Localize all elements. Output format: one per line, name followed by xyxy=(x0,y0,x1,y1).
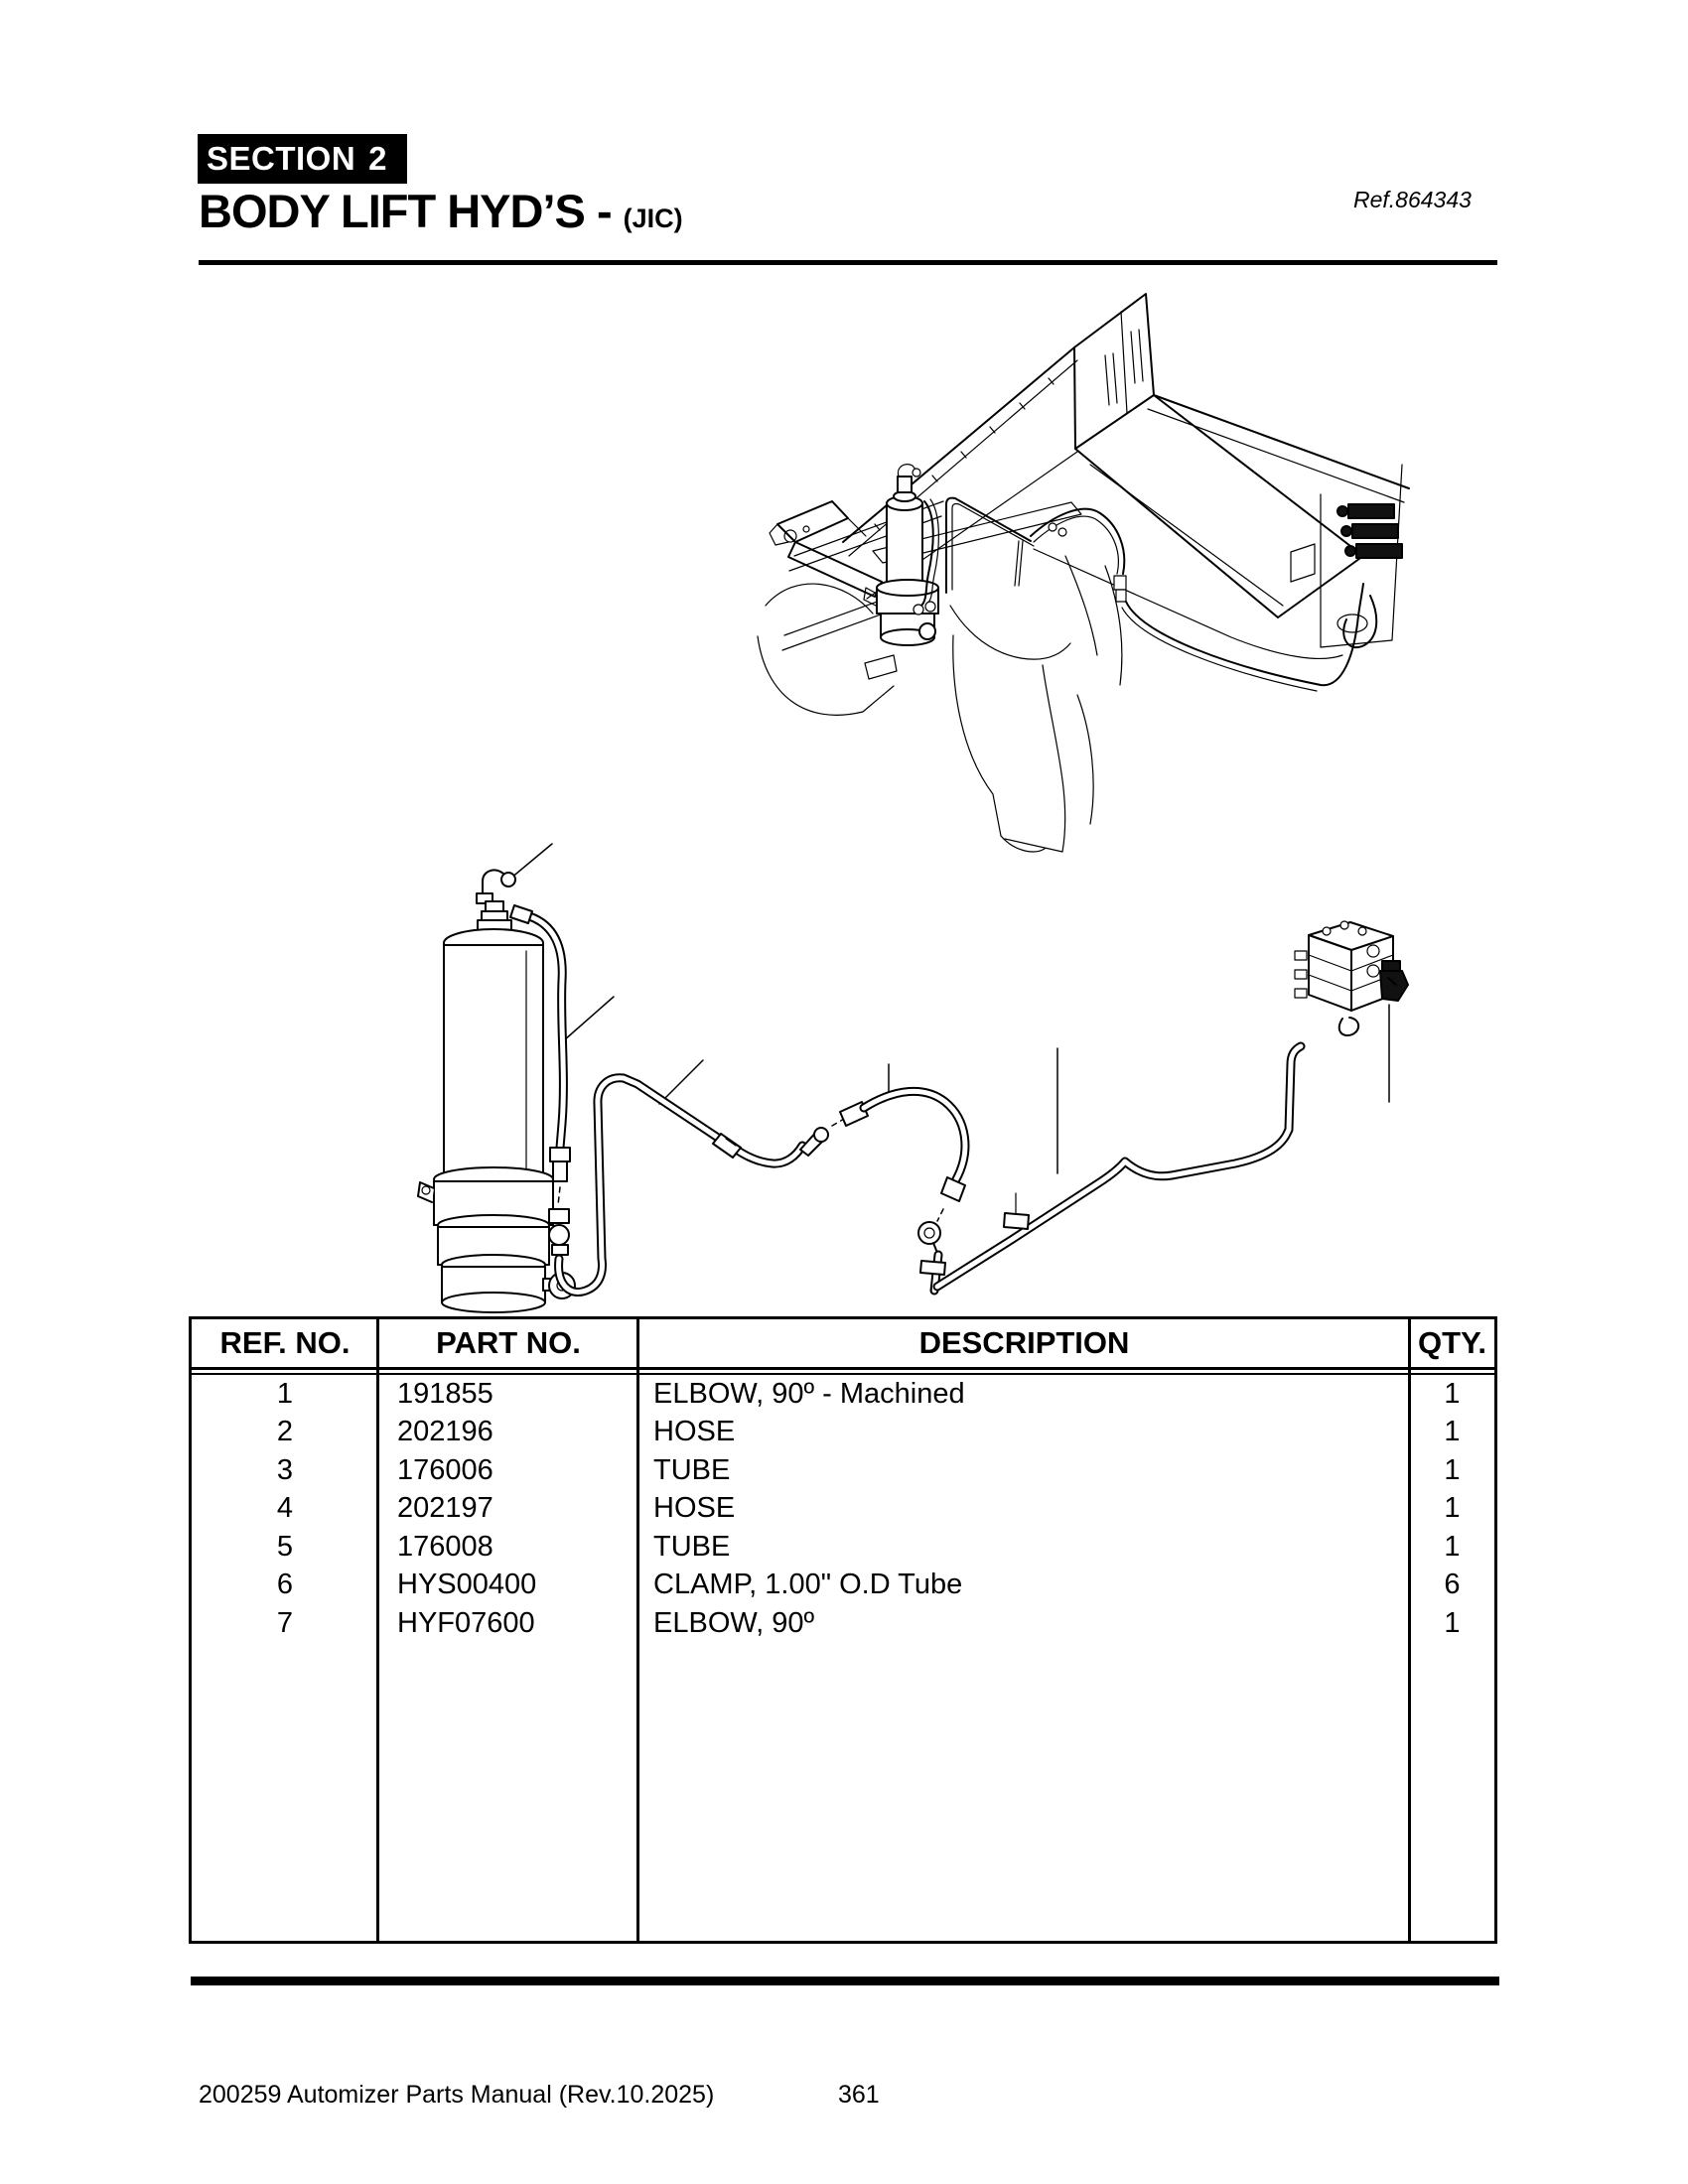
cell-qty: 1 xyxy=(1444,1377,1461,1410)
cell-ref: 7 xyxy=(276,1606,294,1639)
section-badge: SECTION 2 xyxy=(198,134,407,184)
cell-desc: TUBE xyxy=(653,1530,731,1563)
column-divider xyxy=(376,1319,379,1941)
footer-page-number: 361 xyxy=(838,2081,880,2109)
cell-qty: 1 xyxy=(1444,1453,1461,1486)
cell-qty: 1 xyxy=(1444,1492,1461,1525)
cell-ref: 1 xyxy=(276,1377,294,1410)
table-header-row: REF. NO. PART NO. DESCRIPTION QTY. xyxy=(192,1319,1494,1367)
doghouse-panels xyxy=(949,555,1123,853)
clamp-6 xyxy=(712,1133,742,1159)
clamp-6 xyxy=(919,1260,946,1276)
elbow-fitting-7 xyxy=(1379,960,1409,1103)
leader-line xyxy=(658,1059,704,1105)
hose-2 xyxy=(509,904,615,1256)
cell-qty: 1 xyxy=(1444,1606,1461,1639)
page-title: BODY LIFT HYD’S - (JIC) xyxy=(199,188,683,234)
footer-manual-title: 200259 Automizer Parts Manual (Rev.10.20… xyxy=(199,2081,715,2109)
header-description: DESCRIPTION xyxy=(918,1325,1130,1360)
cell-part: 176006 xyxy=(397,1453,493,1486)
cell-part: 202196 xyxy=(397,1416,493,1448)
table-row: 2 202196 HOSE 1 xyxy=(192,1414,1494,1452)
hose-4 xyxy=(839,1063,970,1222)
cell-part: 176008 xyxy=(397,1530,493,1563)
header-ref-no: REF. NO. xyxy=(219,1325,351,1360)
header-part-no: PART NO. xyxy=(436,1325,581,1360)
cell-desc: TUBE xyxy=(653,1453,731,1486)
footer-rule xyxy=(191,1977,1499,1985)
cell-part: 191855 xyxy=(397,1377,493,1410)
cell-desc: ELBOW, 90º - Machined xyxy=(653,1377,965,1410)
header-separator-2 xyxy=(192,1373,1494,1375)
valve-block-mounted xyxy=(1336,503,1403,648)
cell-desc: CLAMP, 1.00" O.D Tube xyxy=(653,1569,963,1601)
hoist-cylinder xyxy=(863,464,939,646)
cell-qty: 1 xyxy=(1444,1530,1461,1563)
elbow-fitting-1 xyxy=(476,843,553,904)
cell-ref: 6 xyxy=(276,1569,294,1601)
cell-ref: 5 xyxy=(276,1530,294,1563)
parts-table: REF. NO. PART NO. DESCRIPTION QTY. 1 1918… xyxy=(189,1316,1497,1944)
ref-number: Ref.864343 xyxy=(1353,187,1472,212)
cell-part: HYF07600 xyxy=(397,1606,535,1639)
header-qty: QTY. xyxy=(1418,1325,1486,1360)
table-row: 4 202197 HOSE 1 xyxy=(192,1490,1494,1529)
headboard-slots xyxy=(1104,329,1144,406)
telescopic-cylinder xyxy=(417,900,576,1313)
cell-desc: HOSE xyxy=(653,1416,736,1448)
table-row: 7 HYF07600 ELBOW, 90º 1 xyxy=(192,1604,1494,1643)
column-divider xyxy=(1408,1319,1411,1941)
leader-line xyxy=(563,996,615,1041)
table-row: 3 176006 TUBE 1 xyxy=(192,1451,1494,1490)
cell-ref: 3 xyxy=(276,1453,294,1486)
table-row: 1 191855 ELBOW, 90º - Machined 1 xyxy=(192,1375,1494,1414)
cell-part: 202197 xyxy=(397,1492,493,1525)
cell-desc: HOSE xyxy=(653,1492,736,1525)
cell-desc: ELBOW, 90º xyxy=(653,1606,815,1639)
chassis-overview-diagram xyxy=(757,293,1410,853)
hydraulic-hoses xyxy=(913,496,1364,692)
cell-ref: 2 xyxy=(276,1416,294,1448)
cell-qty: 1 xyxy=(1444,1416,1461,1448)
cell-part: HYS00400 xyxy=(397,1569,537,1601)
tube-3 xyxy=(554,1059,845,1297)
table-row: 6 HYS00400 CLAMP, 1.00" O.D Tube 6 xyxy=(192,1567,1494,1605)
section-label: SECTION xyxy=(207,140,356,177)
exploded-parts-diagram xyxy=(417,843,1409,1313)
control-valve-block xyxy=(1294,920,1394,1036)
front-hitch xyxy=(757,500,898,716)
header-rule xyxy=(199,260,1497,265)
column-divider xyxy=(636,1319,639,1941)
page-title-suffix: (JIC) xyxy=(623,204,683,233)
page-title-main: BODY LIFT HYD’S - xyxy=(199,185,613,237)
section-number: 2 xyxy=(368,140,387,177)
table-row: 5 176008 TUBE 1 xyxy=(192,1528,1494,1567)
cell-qty: 6 xyxy=(1444,1569,1461,1601)
clamp-6 xyxy=(1003,1212,1030,1230)
tube-5 xyxy=(917,1041,1306,1296)
cell-ref: 4 xyxy=(276,1492,294,1525)
header-separator xyxy=(192,1367,1494,1370)
truck-frame xyxy=(757,293,1410,716)
